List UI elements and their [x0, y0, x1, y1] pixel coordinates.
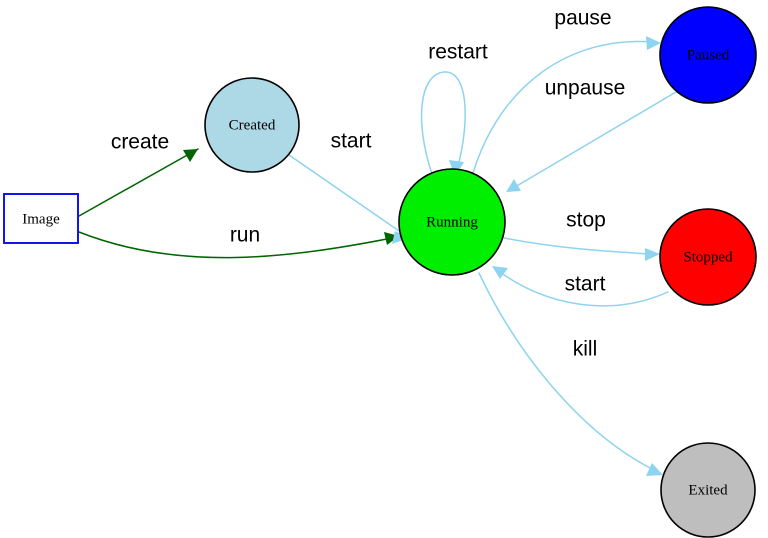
- node-created-circle: [204, 77, 300, 173]
- edge-unpause-path: [514, 91, 677, 188]
- edge-label-stop: stop: [566, 209, 606, 232]
- node-image[interactable]: Image: [3, 193, 79, 244]
- node-created[interactable]: Created: [204, 77, 300, 173]
- node-running[interactable]: Running: [398, 168, 506, 276]
- node-running-label: Running: [426, 214, 478, 230]
- edge-pause-path: [472, 40, 653, 174]
- edge-label-start-created: start: [331, 130, 372, 153]
- edge-label-start-stopped: start: [565, 273, 606, 296]
- node-image-rect: [3, 193, 79, 244]
- edge-create[interactable]: [78, 148, 199, 217]
- node-exited-circle: [660, 442, 756, 538]
- edge-label-pause: pause: [554, 7, 611, 30]
- edge-label-restart: restart: [428, 41, 488, 64]
- edge-restart-path: [420, 71, 466, 175]
- edge-create-path: [78, 148, 199, 217]
- edge-start-created-path: [288, 154, 403, 234]
- edge-run-path: [78, 231, 393, 259]
- edge-kill-arrowhead: [646, 463, 663, 476]
- node-image-label: Image: [22, 211, 60, 227]
- edge-unpause[interactable]: [506, 91, 677, 192]
- node-created-label: Created: [229, 117, 276, 133]
- edge-pause-arrowhead: [646, 36, 661, 50]
- node-exited[interactable]: Exited: [660, 442, 756, 538]
- edge-unpause-arrowhead: [506, 179, 521, 192]
- edge-stop-path: [503, 237, 651, 255]
- node-exited-label: Exited: [688, 482, 728, 498]
- edge-restart[interactable]: [420, 71, 466, 177]
- edge-stop-arrowhead: [645, 248, 660, 261]
- edge-pause[interactable]: [472, 36, 661, 174]
- edge-start-stopped-arrowhead: [492, 266, 508, 279]
- edge-start-stopped[interactable]: [492, 266, 669, 307]
- edge-label-create: create: [111, 131, 169, 154]
- edge-start-created[interactable]: [288, 154, 409, 244]
- edge-label-kill: kill: [573, 338, 598, 361]
- edge-label-run: run: [230, 224, 260, 247]
- node-stopped[interactable]: Stopped: [659, 208, 757, 306]
- node-stopped-circle: [659, 208, 757, 306]
- edge-kill[interactable]: [478, 272, 663, 476]
- node-stopped-label: Stopped: [683, 249, 733, 265]
- edge-stop[interactable]: [503, 237, 660, 261]
- edge-start-stopped-path: [499, 271, 669, 307]
- edge-create-arrowhead: [183, 149, 198, 162]
- node-running-circle: [398, 168, 506, 276]
- edge-kill-path: [478, 272, 655, 471]
- edge-label-unpause: unpause: [545, 77, 626, 100]
- node-paused-label: Paused: [687, 47, 730, 63]
- node-paused-circle: [659, 6, 757, 104]
- node-paused[interactable]: Paused: [659, 6, 757, 104]
